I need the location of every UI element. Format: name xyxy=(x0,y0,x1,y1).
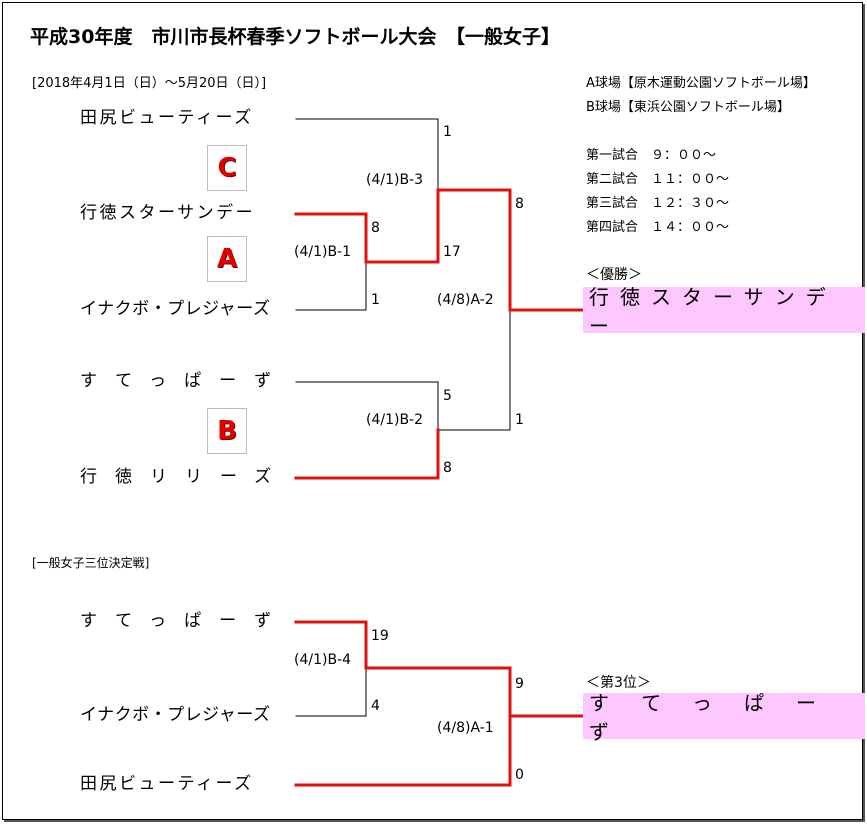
match-b3: (4/1)B-3 xyxy=(366,172,424,188)
team-suteppazu: すてっぱーず xyxy=(80,371,290,391)
schedule-3: 第三試合 １２：３０～ xyxy=(586,196,730,211)
match-b1: (4/1)B-1 xyxy=(294,244,352,260)
line-lilies-b2 xyxy=(294,428,440,480)
line-b2-a2 xyxy=(437,309,511,431)
winner-label: ＜優勝＞ xyxy=(586,267,642,283)
badge-b: B xyxy=(207,408,247,454)
score-b3-top: 1 xyxy=(443,124,452,140)
third-place-name: すてっぱーず xyxy=(589,691,848,744)
team-inakubo: イナクボ・プレジャーズ xyxy=(80,299,271,319)
score-b1-bottom: 1 xyxy=(371,292,380,308)
third-place-box: すてっぱーず xyxy=(583,691,865,744)
score-a1-top: 9 xyxy=(515,676,524,692)
third-place-label: ＜第3位＞ xyxy=(586,675,651,691)
match-a1: (4/8)A-1 xyxy=(437,720,494,736)
score-b3-bottom: 17 xyxy=(443,244,461,260)
badge-c: C xyxy=(207,145,247,191)
badge-a: A xyxy=(207,236,247,282)
champion-name: 行徳スターサンデー xyxy=(589,285,837,338)
venue-a: A球場【原木運動公園ソフトボール場】 xyxy=(586,76,816,91)
score-b4-top: 19 xyxy=(371,628,389,644)
line-inakubo-b1 xyxy=(295,261,367,311)
team-gyotoku-stars: 行徳スターサンデー xyxy=(80,203,256,223)
line-tajiri-b3 xyxy=(295,118,439,191)
score-a2-top: 8 xyxy=(515,196,524,212)
score-a2-bottom: 1 xyxy=(515,412,524,428)
line-suteppazu-b2 xyxy=(295,381,439,431)
match-b2: (4/1)B-2 xyxy=(366,412,424,428)
date-range: [2018年4月1日（日）～5月20日（日）] xyxy=(32,76,267,91)
line-tajiri-a1 xyxy=(294,714,512,787)
score-b1-top: 8 xyxy=(371,220,380,236)
line-gyotoku-b1 xyxy=(294,188,584,312)
page-title: 平成30年度 市川市長杯春季ソフトボール大会 【一般女子】 xyxy=(30,26,560,48)
venue-b: B球場【東浜公園ソフトボール場】 xyxy=(586,100,790,115)
team-gyotoku-lilies: 行徳リリーズ xyxy=(80,467,290,487)
third-team-inakubo: イナクボ・プレジャーズ xyxy=(80,705,271,725)
schedule-4: 第四試合 １４：００～ xyxy=(586,220,730,235)
schedule-2: 第二試合 １１：００～ xyxy=(586,172,730,187)
third-place-section-label: [一般女子三位決定戦] xyxy=(32,556,150,570)
line-suteppazu-b4 xyxy=(294,620,584,718)
third-team-tajiri: 田尻ビューティーズ xyxy=(80,774,254,794)
score-b2-top: 5 xyxy=(443,388,452,404)
match-a2: (4/8)A-2 xyxy=(437,292,494,308)
score-b2-bottom: 8 xyxy=(443,460,452,476)
score-b4-bottom: 4 xyxy=(371,698,380,714)
champion-box: 行徳スターサンデー xyxy=(583,285,865,338)
score-a1-bottom: 0 xyxy=(515,767,524,783)
match-b4: (4/1)B-4 xyxy=(294,652,352,668)
team-tajiri: 田尻ビューティーズ xyxy=(80,108,254,128)
line-inakubo-b4 xyxy=(295,667,367,717)
schedule-1: 第一試合 ９：００～ xyxy=(586,148,717,163)
third-team-suteppazu: すてっぱーず xyxy=(80,611,290,631)
